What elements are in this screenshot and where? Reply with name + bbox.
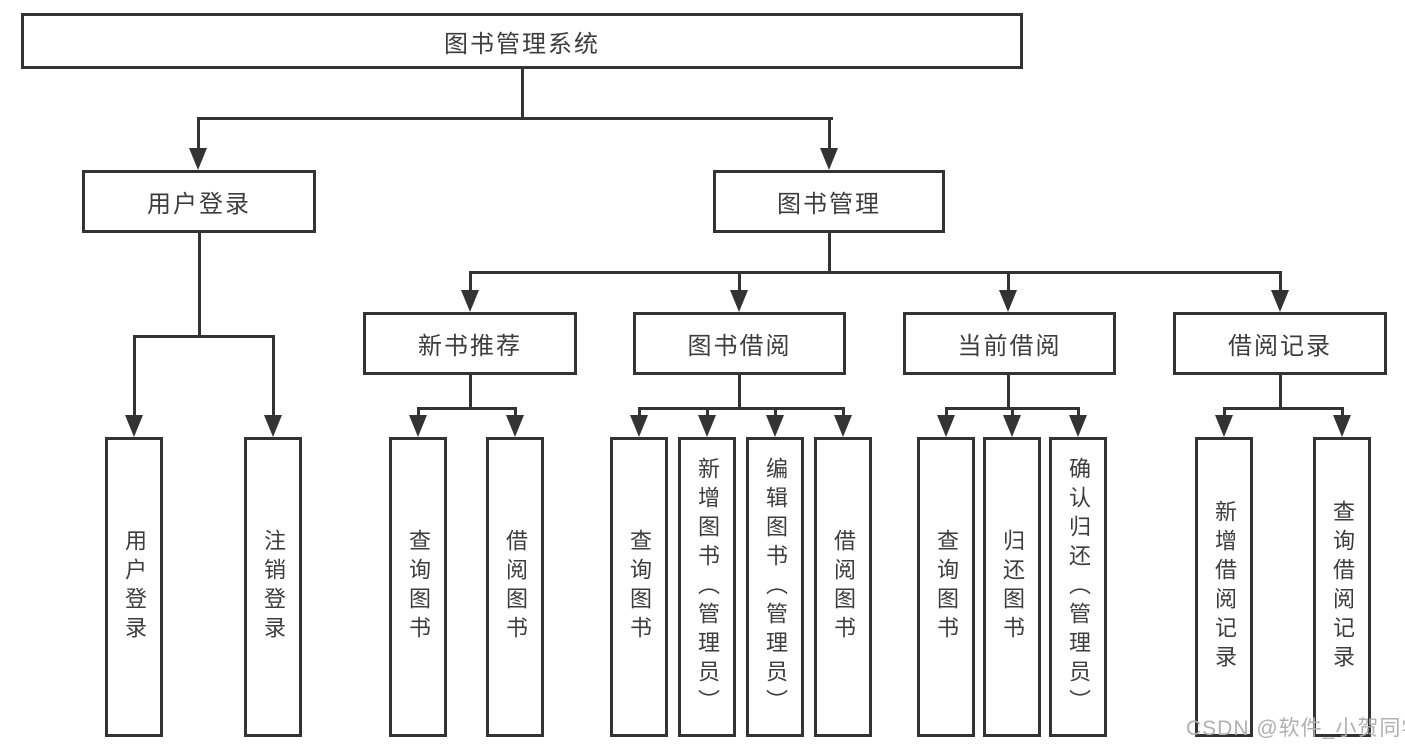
arrowhead-down-icon <box>766 415 784 437</box>
arrowhead-down-icon <box>698 415 716 437</box>
node-user-login-group: 用户登录 <box>82 170 316 233</box>
connector-line <box>1010 407 1014 417</box>
leaf-records-query-record-label: 查询借阅记录 <box>1330 500 1355 674</box>
connector-line <box>773 407 777 417</box>
node-current-borrowing: 当前借阅 <box>903 312 1116 375</box>
connector-line <box>1006 375 1010 409</box>
arrowhead-down-icon <box>1215 415 1233 437</box>
leaf-borrowing-add-books-admin: 新增图书（管理员） <box>678 437 736 737</box>
arrowhead-down-icon <box>937 415 955 437</box>
node-current-borrowing-label: 当前借阅 <box>957 333 1062 360</box>
leaf-borrowing-query-books-label: 查询图书 <box>627 529 652 645</box>
connector-line <box>468 271 472 292</box>
arrowhead-down-icon <box>1333 415 1351 437</box>
connector-line <box>197 233 201 337</box>
leaf-borrowing-edit-books-admin-label: 编辑图书（管理员） <box>763 456 788 718</box>
leaf-logout: 注销登录 <box>244 437 302 737</box>
connector-line <box>827 233 831 273</box>
connector-line <box>841 407 845 417</box>
connector-line <box>520 69 524 119</box>
connector-line <box>468 271 1282 274</box>
connector-line <box>1278 271 1282 292</box>
connector-line <box>513 407 517 417</box>
arrowhead-down-icon <box>125 415 143 437</box>
arrowhead-down-icon <box>730 290 748 312</box>
leaf-current-query-books: 查询图书 <box>917 437 975 737</box>
arrowhead-down-icon <box>189 148 207 170</box>
arrowhead-down-icon <box>264 415 282 437</box>
connector-line <box>1006 271 1010 292</box>
connector-line <box>416 407 517 410</box>
leaf-user-login: 用户登录 <box>105 437 163 737</box>
leaf-logout-label: 注销登录 <box>261 529 286 645</box>
node-book-borrowing: 图书借阅 <box>633 312 846 375</box>
arrowhead-down-icon <box>461 290 479 312</box>
node-new-book-recommend: 新书推荐 <box>363 312 577 375</box>
arrowhead-down-icon <box>999 290 1017 312</box>
leaf-current-confirm-return-admin-label: 确认归还（管理员） <box>1066 456 1091 718</box>
leaf-records-add-record: 新增借阅记录 <box>1195 437 1253 737</box>
connector-line <box>1222 407 1226 417</box>
connector-line <box>468 375 472 409</box>
connector-line <box>196 117 200 150</box>
leaf-records-add-record-label: 新增借阅记录 <box>1212 500 1237 674</box>
connector-line <box>737 271 741 292</box>
leaf-borrowing-borrow-books-label: 借阅图书 <box>831 529 856 645</box>
node-library-system-label: 图书管理系统 <box>444 30 600 58</box>
connector-line <box>1278 375 1282 409</box>
connector-line <box>132 335 275 338</box>
connector-line <box>416 407 420 417</box>
connector-line <box>271 335 275 417</box>
node-new-book-recommend-label: 新书推荐 <box>418 333 522 360</box>
arrowhead-down-icon <box>1003 415 1021 437</box>
node-book-management: 图书管理 <box>713 170 945 233</box>
leaf-borrowing-edit-books-admin: 编辑图书（管理员） <box>746 437 804 737</box>
node-book-management-label: 图书管理 <box>777 191 881 218</box>
arrowhead-down-icon <box>506 415 524 437</box>
leaf-recommend-query-books-label: 查询图书 <box>406 529 431 645</box>
leaf-current-confirm-return-admin: 确认归还（管理员） <box>1049 437 1107 737</box>
leaf-recommend-borrow-books-label: 借阅图书 <box>503 529 528 645</box>
node-book-borrowing-label: 图书借阅 <box>687 333 792 360</box>
connector-line <box>637 407 641 417</box>
connector-line <box>705 407 709 417</box>
node-library-system: 图书管理系统 <box>21 13 1023 69</box>
leaf-current-return-books: 归还图书 <box>983 437 1041 737</box>
arrowhead-down-icon <box>630 415 648 437</box>
connector-line <box>827 117 831 150</box>
connector-line <box>1340 407 1344 417</box>
leaf-recommend-borrow-books: 借阅图书 <box>486 437 544 737</box>
leaf-current-return-books-label: 归还图书 <box>1000 529 1025 645</box>
arrowhead-down-icon <box>1271 290 1289 312</box>
node-borrowing-records-label: 借阅记录 <box>1228 333 1332 360</box>
leaf-borrowing-query-books: 查询图书 <box>610 437 668 737</box>
watermark: CSDN @软件_小贺同学 <box>1186 717 1405 740</box>
arrowhead-down-icon <box>820 148 838 170</box>
arrowhead-down-icon <box>1069 415 1087 437</box>
connector-line <box>196 117 833 120</box>
leaf-user-login-label: 用户登录 <box>122 529 147 645</box>
node-user-login-group-label: 用户登录 <box>147 191 251 218</box>
connector-line <box>132 335 136 417</box>
connector-line <box>1222 407 1344 410</box>
connector-line <box>944 407 948 417</box>
leaf-current-query-books-label: 查询图书 <box>934 529 959 645</box>
node-borrowing-records: 借阅记录 <box>1173 312 1387 375</box>
leaf-borrowing-add-books-admin-label: 新增图书（管理员） <box>695 456 720 718</box>
arrowhead-down-icon <box>409 415 427 437</box>
connector-line <box>1076 407 1080 417</box>
connector-line <box>637 407 845 410</box>
leaf-borrowing-borrow-books: 借阅图书 <box>814 437 872 737</box>
leaf-records-query-record: 查询借阅记录 <box>1313 437 1371 737</box>
arrowhead-down-icon <box>834 415 852 437</box>
leaf-recommend-query-books: 查询图书 <box>389 437 447 737</box>
connector-line <box>737 375 741 409</box>
